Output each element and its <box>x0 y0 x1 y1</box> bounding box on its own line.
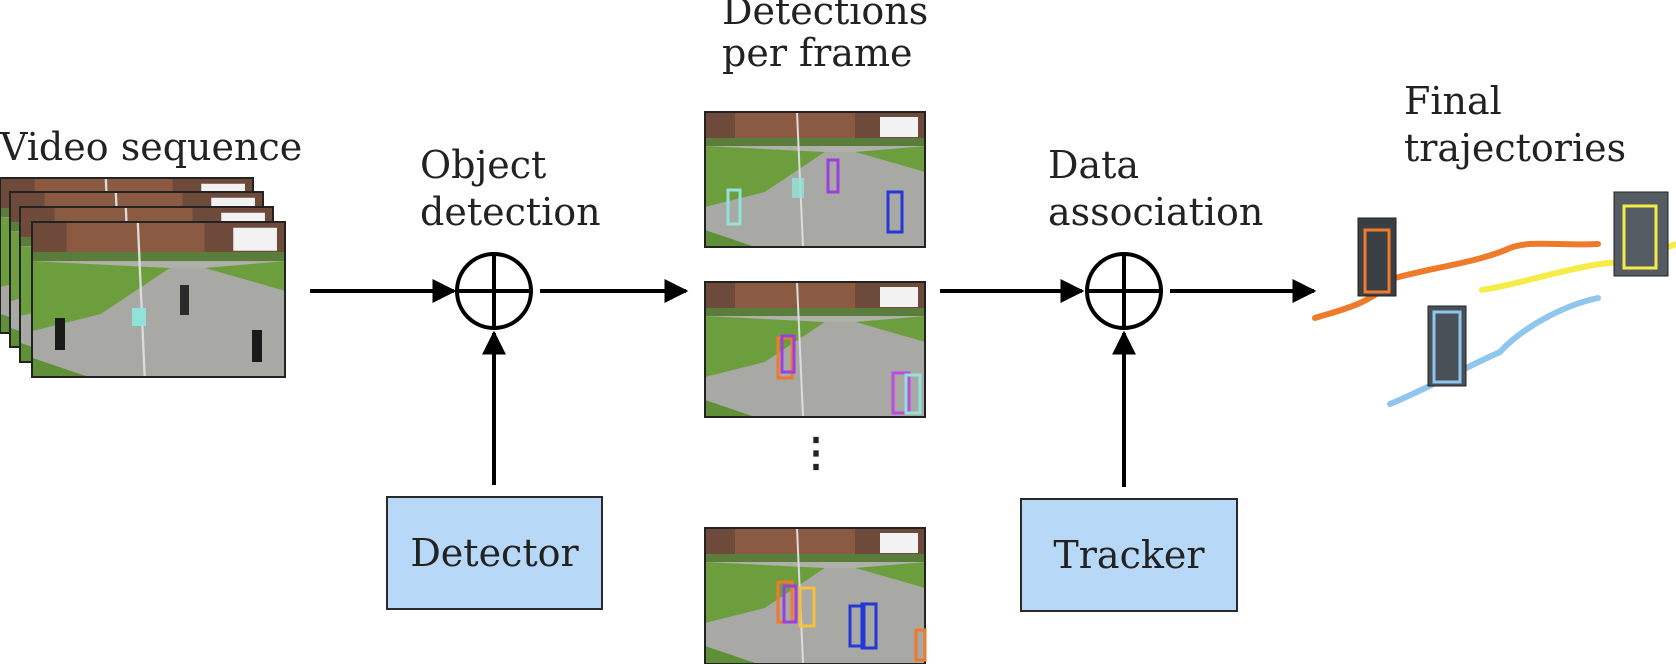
label-final-1: Final <box>1404 79 1502 123</box>
label-detections-2: per frame <box>722 31 913 75</box>
sum-circle-icon <box>1085 252 1163 330</box>
detector-label: Detector <box>410 531 579 575</box>
sum-circle-icon <box>455 252 533 330</box>
label-object-detection-2: detection <box>420 190 601 234</box>
tracker-box: Tracker <box>1020 498 1238 612</box>
label-object-detection-1: Object <box>420 143 547 187</box>
label-data-association-2: association <box>1048 190 1264 234</box>
label-data-association-1: Data <box>1048 143 1140 187</box>
label-detections-1: Detections <box>722 0 929 33</box>
detection-frame-3 <box>704 527 927 664</box>
label-video-sequence: Video sequence <box>0 125 303 169</box>
detector-box: Detector <box>386 496 603 610</box>
video-sequence-stack <box>0 176 287 379</box>
detection-frame-2 <box>704 281 926 418</box>
final-trajectories <box>1312 191 1676 407</box>
ellipsis-vertical: ⋮ <box>796 429 836 476</box>
detection-frame-1 <box>704 111 926 248</box>
label-final-2: trajectories <box>1404 126 1627 170</box>
tracker-label: Tracker <box>1053 533 1205 577</box>
